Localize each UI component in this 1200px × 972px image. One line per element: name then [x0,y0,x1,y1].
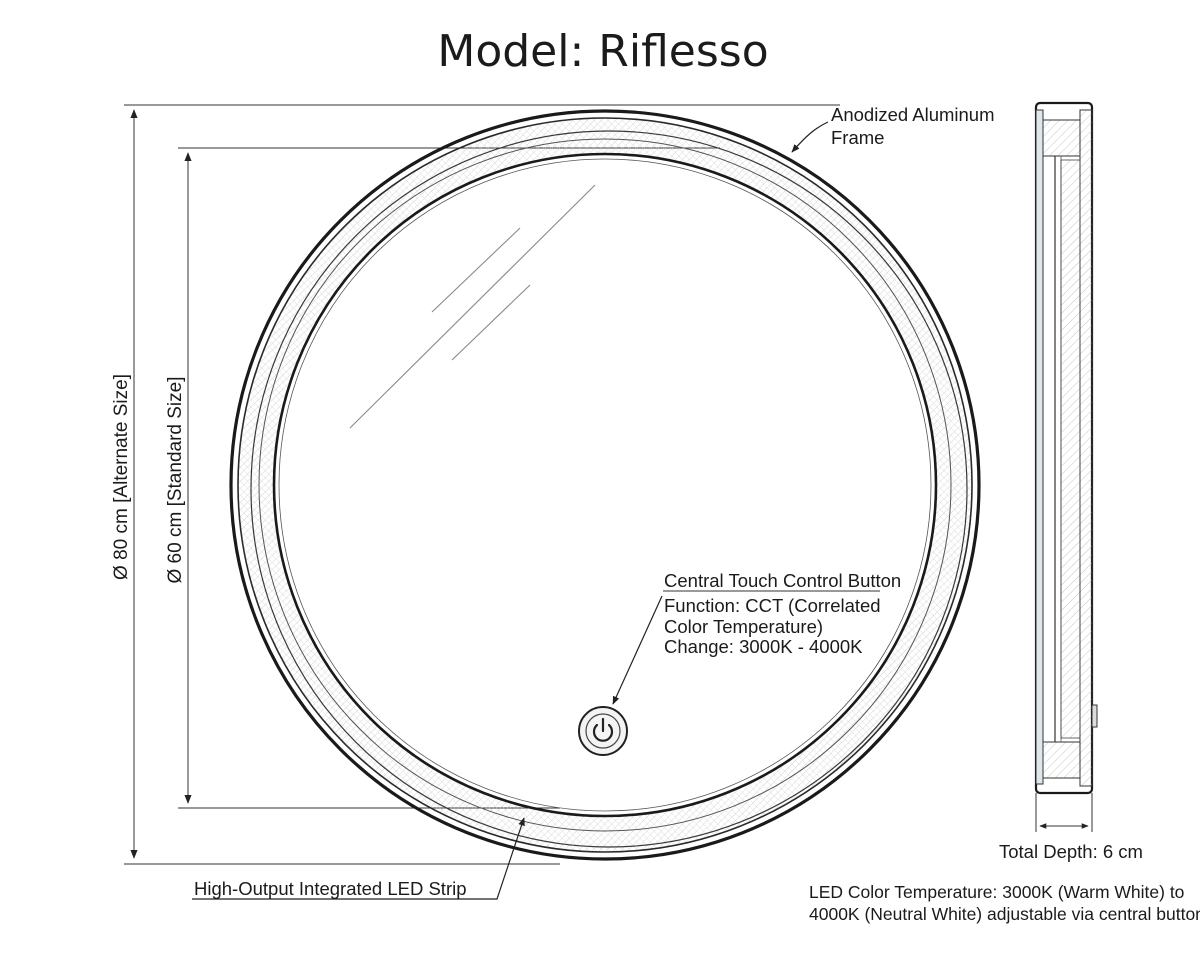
led-temperature-note: LED Color Temperature: 3000K (Warm White… [809,882,1200,924]
frame-callout: Anodized Aluminum Frame [791,104,995,153]
total-depth-label: Total Depth: 6 cm [999,841,1143,862]
touch-title: Central Touch Control Button [664,570,901,591]
diagram-title: Model: Riflesso [437,26,768,77]
led-strip-callout: High-Output Integrated LED Strip [192,817,525,900]
touch-control-button[interactable] [578,706,628,756]
glass-reflection [349,184,596,429]
touch-callout: Central Touch Control Button Function: C… [612,570,901,705]
led-note-line1: LED Color Temperature: 3000K (Warm White… [809,882,1184,902]
touch-function-line2: Color Temperature) [664,616,823,637]
power-icon [592,717,614,742]
led-strip-label: High-Output Integrated LED Strip [194,878,467,899]
standard-size-label: Ø 60 cm [Standard Size] [165,377,186,584]
mirror-side-profile: Total Depth: 6 cm [999,101,1143,862]
led-note-line2: 4000K (Neutral White) adjustable via cen… [809,904,1200,924]
touch-function-line1: Function: CCT (Correlated [664,595,881,616]
frame-label-line1: Anodized Aluminum [831,104,995,125]
alternate-size-label: Ø 80 cm [Alternate Size] [111,374,132,580]
mirror-front-view [200,80,1020,900]
frame-label-line2: Frame [831,127,884,148]
touch-function-line3: Change: 3000K - 4000K [664,636,863,657]
